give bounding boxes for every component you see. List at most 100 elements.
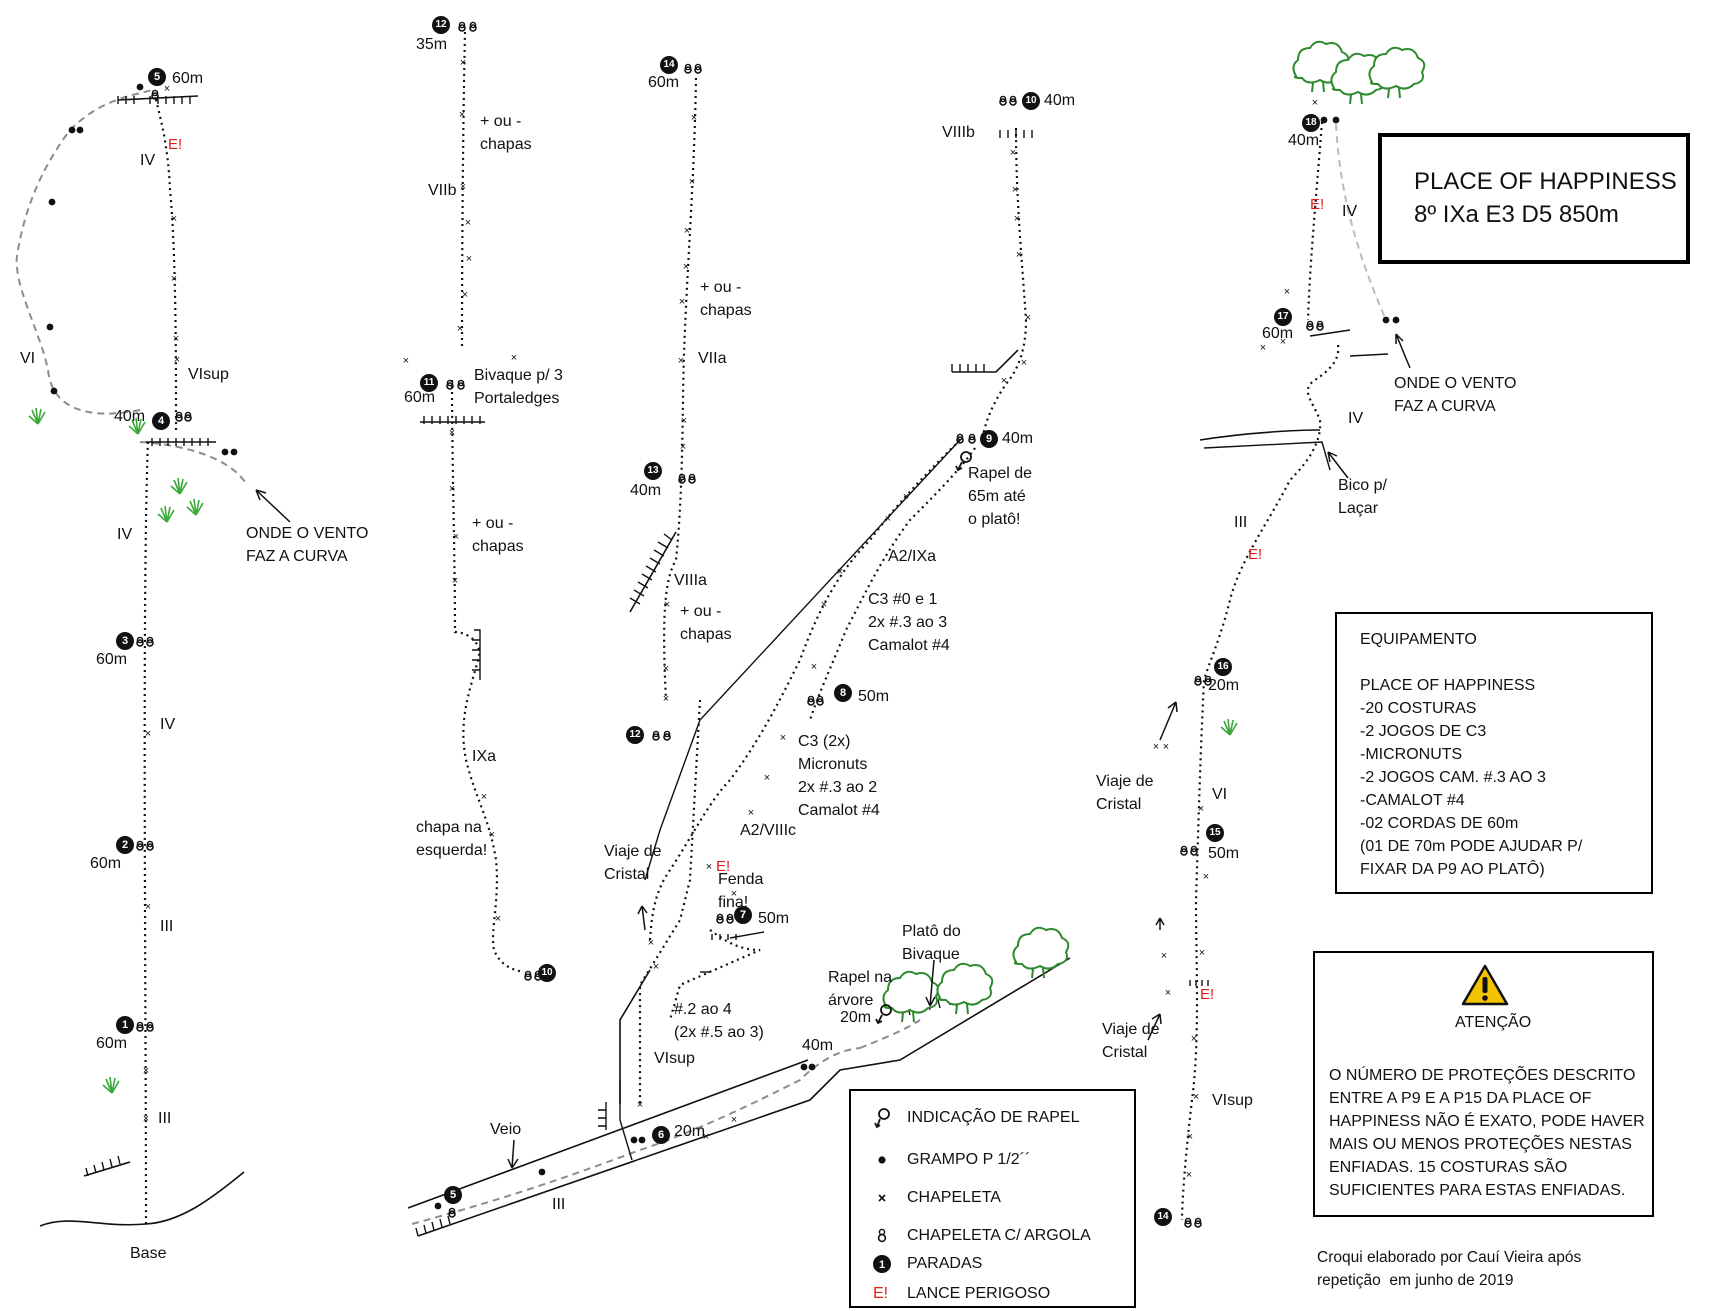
svg-text:×: ×	[164, 83, 170, 95]
station-length: 50m	[758, 910, 790, 927]
spacer	[1360, 651, 1651, 674]
svg-text:×: ×	[1025, 312, 1031, 324]
station-marker: 10	[1022, 92, 1040, 110]
station-marker: 16	[1214, 658, 1232, 676]
svg-text:×: ×	[462, 289, 468, 301]
legend-item: CHAPELETA C/ ARGOLA	[851, 1223, 1134, 1253]
station-length: 60m	[648, 74, 680, 91]
svg-text:×: ×	[1193, 1091, 1199, 1103]
grade-label: A2/VIIIc	[740, 822, 797, 839]
station-marker: 18	[1302, 114, 1320, 132]
danger-mark-icon: E!	[873, 1285, 889, 1302]
station-length: 50m	[858, 688, 890, 705]
station-marker: 11	[420, 374, 438, 392]
svg-text:×: ×	[465, 217, 471, 229]
bolt-dot-icon	[878, 1156, 886, 1164]
station-marker: 15	[1206, 824, 1224, 842]
svg-text:×: ×	[452, 575, 458, 587]
route-grade: 8º IXa E3 D5 850m	[1414, 201, 1619, 228]
grade-label: III	[552, 1196, 566, 1213]
legend-item: CHAPELETA	[851, 1185, 1134, 1215]
svg-text:×: ×	[684, 225, 690, 237]
grade-label: III	[1234, 514, 1248, 531]
svg-text:×: ×	[1153, 741, 1159, 753]
svg-text:×: ×	[1010, 147, 1016, 159]
svg-text:×: ×	[1014, 213, 1020, 225]
svg-text:×: ×	[703, 1131, 709, 1143]
svg-text:×: ×	[731, 888, 737, 900]
note-more-or-less: + ou -chapas	[480, 113, 532, 153]
danger-mark: E!	[1248, 546, 1263, 563]
danger-mark: E!	[1310, 196, 1325, 213]
svg-text:×: ×	[764, 772, 770, 784]
grass-tufts	[28, 407, 1238, 1094]
svg-text:×: ×	[1280, 336, 1286, 348]
pitch-line-col4	[407, 127, 1071, 1237]
alert-heading: ATENÇÃO	[1455, 1014, 1532, 1031]
grade-label: VIIa	[698, 350, 727, 367]
svg-text:×: ×	[1284, 286, 1290, 298]
grade-label: IV	[1348, 410, 1364, 427]
equipment-heading: EQUIPAMENTO	[1360, 631, 1477, 648]
station-length: 60m	[90, 855, 122, 872]
note-tree-rappel-length: 20m	[840, 1009, 872, 1026]
svg-text:×: ×	[1198, 803, 1204, 815]
svg-text:×: ×	[680, 441, 686, 453]
svg-text:×: ×	[174, 354, 180, 366]
pitch-line-col1	[15, 89, 485, 1227]
station-length: 60m	[404, 389, 436, 406]
station-marker: 14	[660, 56, 678, 74]
svg-text:×: ×	[449, 427, 455, 439]
station-length: 20m	[674, 1123, 706, 1140]
ledge-marks	[85, 96, 1209, 1237]
svg-text:×: ×	[459, 109, 465, 121]
station-length: 60m	[96, 1035, 128, 1052]
note-more-or-less: + ou -chapas	[472, 515, 524, 555]
svg-text:×: ×	[811, 661, 817, 673]
station-marker: 2	[116, 836, 134, 854]
svg-text:×: ×	[466, 253, 472, 265]
svg-text:×: ×	[489, 829, 495, 841]
svg-text:×: ×	[145, 901, 151, 913]
svg-text:×: ×	[511, 352, 517, 364]
station-length: 20m	[1208, 677, 1240, 694]
note-more-or-less: + ou -chapas	[700, 279, 752, 319]
svg-text:×: ×	[495, 913, 501, 925]
bolt-cross-icon	[878, 1194, 886, 1202]
equipment-item: -2 JOGOS DE C3	[1360, 723, 1487, 740]
station-marker: 7	[734, 906, 752, 924]
legend-item: 1 PARADAS	[851, 1251, 1134, 1281]
grade-label: A2/IXa	[888, 548, 937, 565]
svg-text:×: ×	[1191, 1033, 1197, 1045]
grade-label: IV	[160, 716, 176, 733]
svg-text:×: ×	[648, 937, 654, 949]
legend-item: E! LANCE PERIGOSO	[873, 1285, 1051, 1302]
svg-text:×: ×	[1186, 1169, 1192, 1181]
svg-text:×: ×	[449, 483, 455, 495]
station-marker: 5	[444, 1186, 462, 1204]
svg-text:×: ×	[1163, 741, 1169, 753]
pointer-arrows	[255, 333, 1411, 1169]
pitch-line-col5	[1180, 121, 1389, 1221]
equipment-route: PLACE OF HAPPINESS	[1360, 677, 1536, 694]
grade-label: VIIIb	[942, 124, 975, 141]
station-marker: 5	[148, 68, 166, 86]
svg-text:×: ×	[663, 693, 669, 705]
pitch-line-col2	[450, 31, 525, 974]
svg-text:×: ×	[681, 415, 687, 427]
equipment-item: -20 COSTURAS	[1360, 700, 1477, 717]
station-marker: 17	[1274, 308, 1292, 326]
svg-text:×: ×	[1187, 1131, 1193, 1143]
station-length: 50m	[1208, 845, 1240, 862]
station-length: 60m	[172, 70, 204, 87]
svg-text:×: ×	[171, 273, 177, 285]
note-cams-small: #.2 ao 4(2x #.5 ao 3)	[674, 1001, 764, 1041]
svg-text:×: ×	[837, 566, 843, 578]
station-marker: 9	[980, 430, 998, 448]
svg-text:×: ×	[653, 961, 659, 973]
